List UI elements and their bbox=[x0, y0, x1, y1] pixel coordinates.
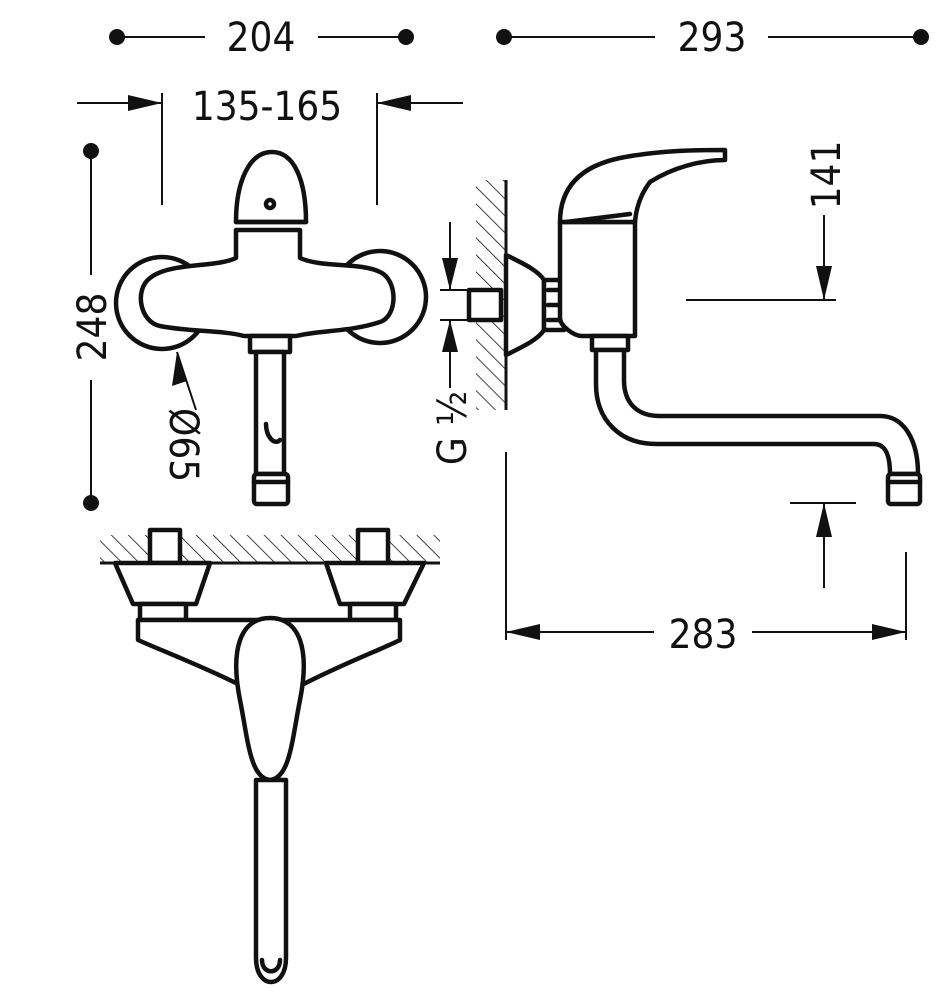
lever-cap bbox=[233, 149, 309, 225]
side-view bbox=[466, 147, 923, 507]
dimension-flange-diameter-label: Ø65 bbox=[160, 408, 206, 482]
top-view bbox=[100, 527, 440, 985]
dimension-center-distance-label: 135-165 bbox=[192, 84, 342, 130]
wall-connector bbox=[466, 287, 504, 323]
top-nut-right bbox=[347, 601, 399, 623]
dimension-spout-reach-label: 283 bbox=[669, 612, 738, 658]
side-flange bbox=[503, 252, 547, 358]
top-flange-right bbox=[323, 560, 427, 607]
aerator bbox=[251, 471, 291, 507]
dimension-flange-diameter: Ø65 bbox=[160, 351, 206, 482]
dimension-overall-height-label: 248 bbox=[70, 293, 116, 362]
dimension-center-distance: 135-165 bbox=[77, 84, 463, 205]
side-spout bbox=[593, 347, 921, 477]
top-connector-right bbox=[355, 527, 391, 566]
top-connector-left bbox=[147, 527, 183, 566]
dimension-overall-height: 248 bbox=[70, 143, 116, 511]
dimension-spout-reach: 283 bbox=[505, 452, 907, 658]
dimension-overall-width-label: 204 bbox=[227, 15, 296, 61]
spout-root bbox=[247, 333, 293, 355]
top-spout bbox=[253, 777, 289, 985]
side-body bbox=[557, 219, 638, 339]
dimension-overall-projection: 293 bbox=[496, 15, 929, 61]
top-flange-left bbox=[112, 560, 213, 607]
top-nut-left bbox=[137, 601, 189, 623]
dimension-handle-height: 141 bbox=[686, 141, 856, 588]
front-view bbox=[113, 149, 429, 507]
side-aerator bbox=[885, 471, 923, 507]
dimension-connection-thread-label: G ½ bbox=[430, 391, 476, 465]
dimension-overall-projection-label: 293 bbox=[678, 15, 747, 61]
top-lever bbox=[234, 615, 306, 783]
spout-vertical bbox=[253, 349, 287, 477]
dimension-connection-thread: G ½ bbox=[430, 222, 476, 465]
side-lever bbox=[557, 147, 728, 225]
dimension-overall-width: 204 bbox=[109, 15, 414, 61]
mixer-body bbox=[138, 227, 396, 339]
dimension-handle-height-label: 141 bbox=[804, 141, 850, 210]
